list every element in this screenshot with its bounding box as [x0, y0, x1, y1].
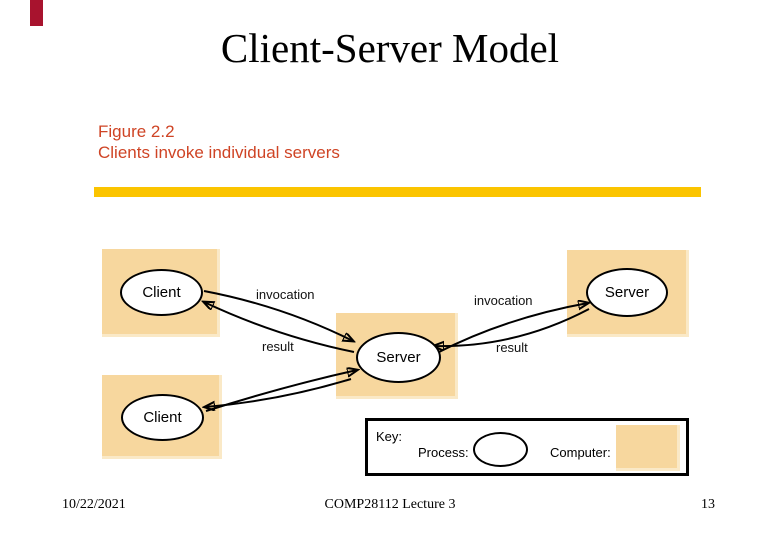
key-process-label: Process:: [418, 445, 469, 460]
edge-label-invocation-left: invocation: [256, 287, 315, 302]
red-corner-mark: [30, 0, 43, 26]
footer-course: COMP28112 Lecture 3: [324, 497, 456, 512]
figure-caption-line1: Figure 2.2: [98, 122, 175, 141]
edge-result-client-top: [204, 302, 355, 353]
process-node-client-top: Client: [120, 269, 203, 316]
process-node-server-middle: Server: [356, 332, 441, 383]
figure-caption: Figure 2.2 Clients invoke individual ser…: [98, 121, 340, 163]
node-label: Client: [142, 284, 181, 301]
key-title: Key:: [376, 429, 403, 444]
footer-date: 10/22/2021: [62, 497, 126, 512]
edge-label-result-left: result: [262, 339, 294, 354]
process-node-client-bottom: Client: [121, 394, 204, 441]
key-process-ellipse: [473, 432, 528, 467]
footer-page-number: 13: [701, 497, 715, 512]
node-label: Server: [376, 349, 421, 366]
node-label: Server: [604, 284, 650, 301]
edge-result-server-right: [434, 308, 590, 346]
key-box: Key: Process: Computer:: [365, 418, 689, 476]
figure-caption-line2: Clients invoke individual servers: [98, 143, 340, 162]
node-label: Client: [143, 409, 182, 426]
edge-result-client-bottom: [205, 378, 352, 407]
process-node-server-right: Server: [586, 268, 668, 317]
key-computer-label: Computer:: [550, 445, 611, 460]
accent-bar: [94, 187, 701, 197]
edge-invocation-client-top: [203, 290, 353, 341]
edge-label-invocation-right: invocation: [474, 293, 533, 308]
edge-label-result-right: result: [496, 340, 528, 355]
key-computer-rect: [616, 425, 680, 471]
slide-title: Client-Server Model: [220, 25, 560, 71]
